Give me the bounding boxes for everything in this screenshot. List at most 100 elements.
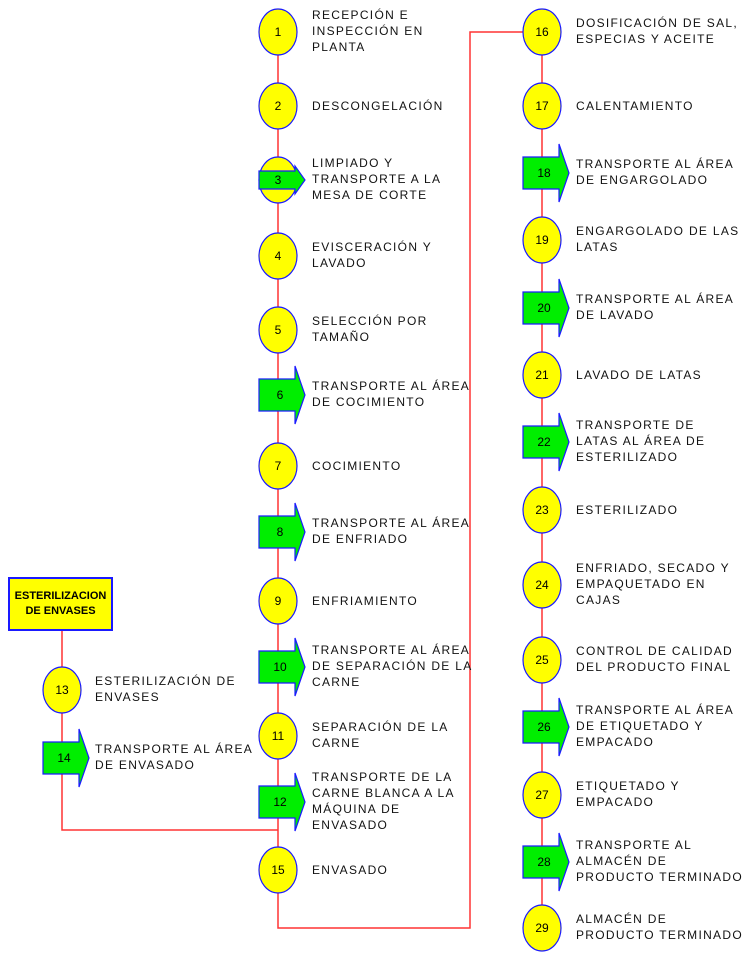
step-number: 8 <box>277 525 284 539</box>
step-label: ESTERILIZADO <box>576 503 679 517</box>
step-19: 19 <box>522 216 562 264</box>
step-number: 26 <box>537 720 551 734</box>
step-1: 1 <box>258 8 298 56</box>
step-number: 25 <box>535 653 549 667</box>
step-13: 13 <box>42 666 82 714</box>
operation-circle-icon <box>522 351 562 399</box>
step-label: TRANSPORTE AL ÁREA DE SEPARACIÓN DE LA C… <box>312 643 473 689</box>
step-number: 20 <box>537 301 551 315</box>
step-number: 23 <box>535 503 549 517</box>
step-number: 21 <box>535 368 549 382</box>
step-10: 10 <box>258 637 306 697</box>
step-6: 6 <box>258 365 306 425</box>
step-number: 3 <box>275 173 282 187</box>
step-24: 24 <box>522 561 562 609</box>
step-27: 27 <box>522 771 562 819</box>
step-number: 14 <box>57 751 71 765</box>
operation-circle-icon <box>522 216 562 264</box>
step-label: ENFRIADO, SECADO Y EMPAQUETADO EN CAJAS <box>576 561 730 607</box>
transport-arrow-icon <box>522 832 570 892</box>
step-label: EVISCERACIÓN Y LAVADO <box>312 240 433 270</box>
step-23: 23 <box>522 486 562 534</box>
step-number: 11 <box>272 729 285 743</box>
step-number: 12 <box>273 795 287 809</box>
step-29: 29 <box>522 904 562 952</box>
operation-circle-icon <box>522 561 562 609</box>
transport-arrow-icon <box>522 143 570 203</box>
step-21: 21 <box>522 351 562 399</box>
side-box-esterilizacion: ESTERILIZACION DE ENVASES <box>8 577 113 631</box>
step-17: 17 <box>522 82 562 130</box>
step-28: 28 <box>522 832 570 892</box>
step-label: DOSIFICACIÓN DE SAL, ESPECIAS Y ACEITE <box>576 16 739 46</box>
step-label: SELECCIÓN POR TAMAÑO <box>312 314 428 344</box>
operation-circle-icon <box>258 232 298 280</box>
operation-circle-icon <box>522 771 562 819</box>
step-label: ENFRIAMIENTO <box>312 594 419 608</box>
step-7: 7 <box>258 442 298 490</box>
step-label: TRANSPORTE DE LA CARNE BLANCA A LA MÁQUI… <box>312 770 455 832</box>
operation-circle-icon <box>258 442 298 490</box>
step-label: ALMACÉN DE PRODUCTO TERMINADO <box>576 912 743 942</box>
step-number: 27 <box>535 788 549 802</box>
step-label: TRANSPORTE AL ÁREA DE LAVADO <box>576 292 735 322</box>
step-number: 10 <box>273 660 287 674</box>
step-number: 24 <box>535 578 549 592</box>
step-number: 28 <box>537 855 551 869</box>
step-number: 5 <box>275 323 282 337</box>
step-label: TRANSPORTE AL ÁREA DE ENFRIADO <box>312 516 471 546</box>
step-label: TRANSPORTE DE LATAS AL ÁREA DE ESTERILIZ… <box>576 418 706 464</box>
step-number: 4 <box>275 249 282 263</box>
step-label: TRANSPORTE AL ÁREA DE ENVASADO <box>95 742 254 772</box>
transport-arrow-icon <box>42 728 90 788</box>
step-number: 6 <box>277 388 284 402</box>
operation-circle-icon <box>258 306 298 354</box>
step-number: 22 <box>537 435 551 449</box>
step-number: 13 <box>55 683 69 697</box>
operation-circle-icon <box>258 577 298 625</box>
step-11: 11 <box>258 712 298 760</box>
transport-arrow-icon <box>258 637 306 697</box>
operation-circle-icon <box>258 82 298 130</box>
step-label: TRANSPORTE AL ÁREA DE ENGARGOLADO <box>576 157 735 187</box>
step-26: 26 <box>522 697 570 757</box>
step-number: 16 <box>535 25 549 39</box>
operation-circle-icon <box>258 846 298 894</box>
step-number: 17 <box>535 99 549 113</box>
step-14: 14 <box>42 728 90 788</box>
step-16: 16 <box>522 8 562 56</box>
transport-arrow-icon <box>522 278 570 338</box>
step-label: ETIQUETADO Y EMPACADO <box>576 779 680 809</box>
step-number: 9 <box>275 594 282 608</box>
step-4: 4 <box>258 232 298 280</box>
step-label: SEPARACIÓN DE LA CARNE <box>312 720 449 750</box>
transport-arrow-icon <box>522 412 570 472</box>
step-15: 15 <box>258 846 298 894</box>
step-number: 15 <box>271 863 285 877</box>
step-label: LIMPIADO Y TRANSPORTE A LA MESA DE CORTE <box>312 156 442 202</box>
step-number: 19 <box>535 233 549 247</box>
transport-arrow-icon <box>522 697 570 757</box>
transport-arrow-icon <box>258 772 306 832</box>
step-18: 18 <box>522 143 570 203</box>
transport-arrow-icon <box>258 365 306 425</box>
step-number: 2 <box>275 99 282 113</box>
step-label: TRANSPORTE AL ÁREA DE COCIMIENTO <box>312 379 471 409</box>
operation-circle-icon <box>522 82 562 130</box>
operation-circle-icon <box>522 636 562 684</box>
step-number: 7 <box>275 459 282 473</box>
operation-circle-icon <box>522 8 562 56</box>
operation-circle-icon <box>258 8 298 56</box>
step-label: CALENTAMIENTO <box>576 99 694 113</box>
step-number: 29 <box>535 921 549 935</box>
step-25: 25 <box>522 636 562 684</box>
step-label: ESTERILIZACIÓN DE ENVASES <box>95 674 236 704</box>
step-8: 8 <box>258 502 306 562</box>
operation-circle-icon <box>522 486 562 534</box>
step-22: 22 <box>522 412 570 472</box>
step-5: 5 <box>258 306 298 354</box>
operation-circle-icon <box>42 666 82 714</box>
step-label: DESCONGELACIÓN <box>312 99 444 113</box>
operation-circle-icon <box>258 712 298 760</box>
